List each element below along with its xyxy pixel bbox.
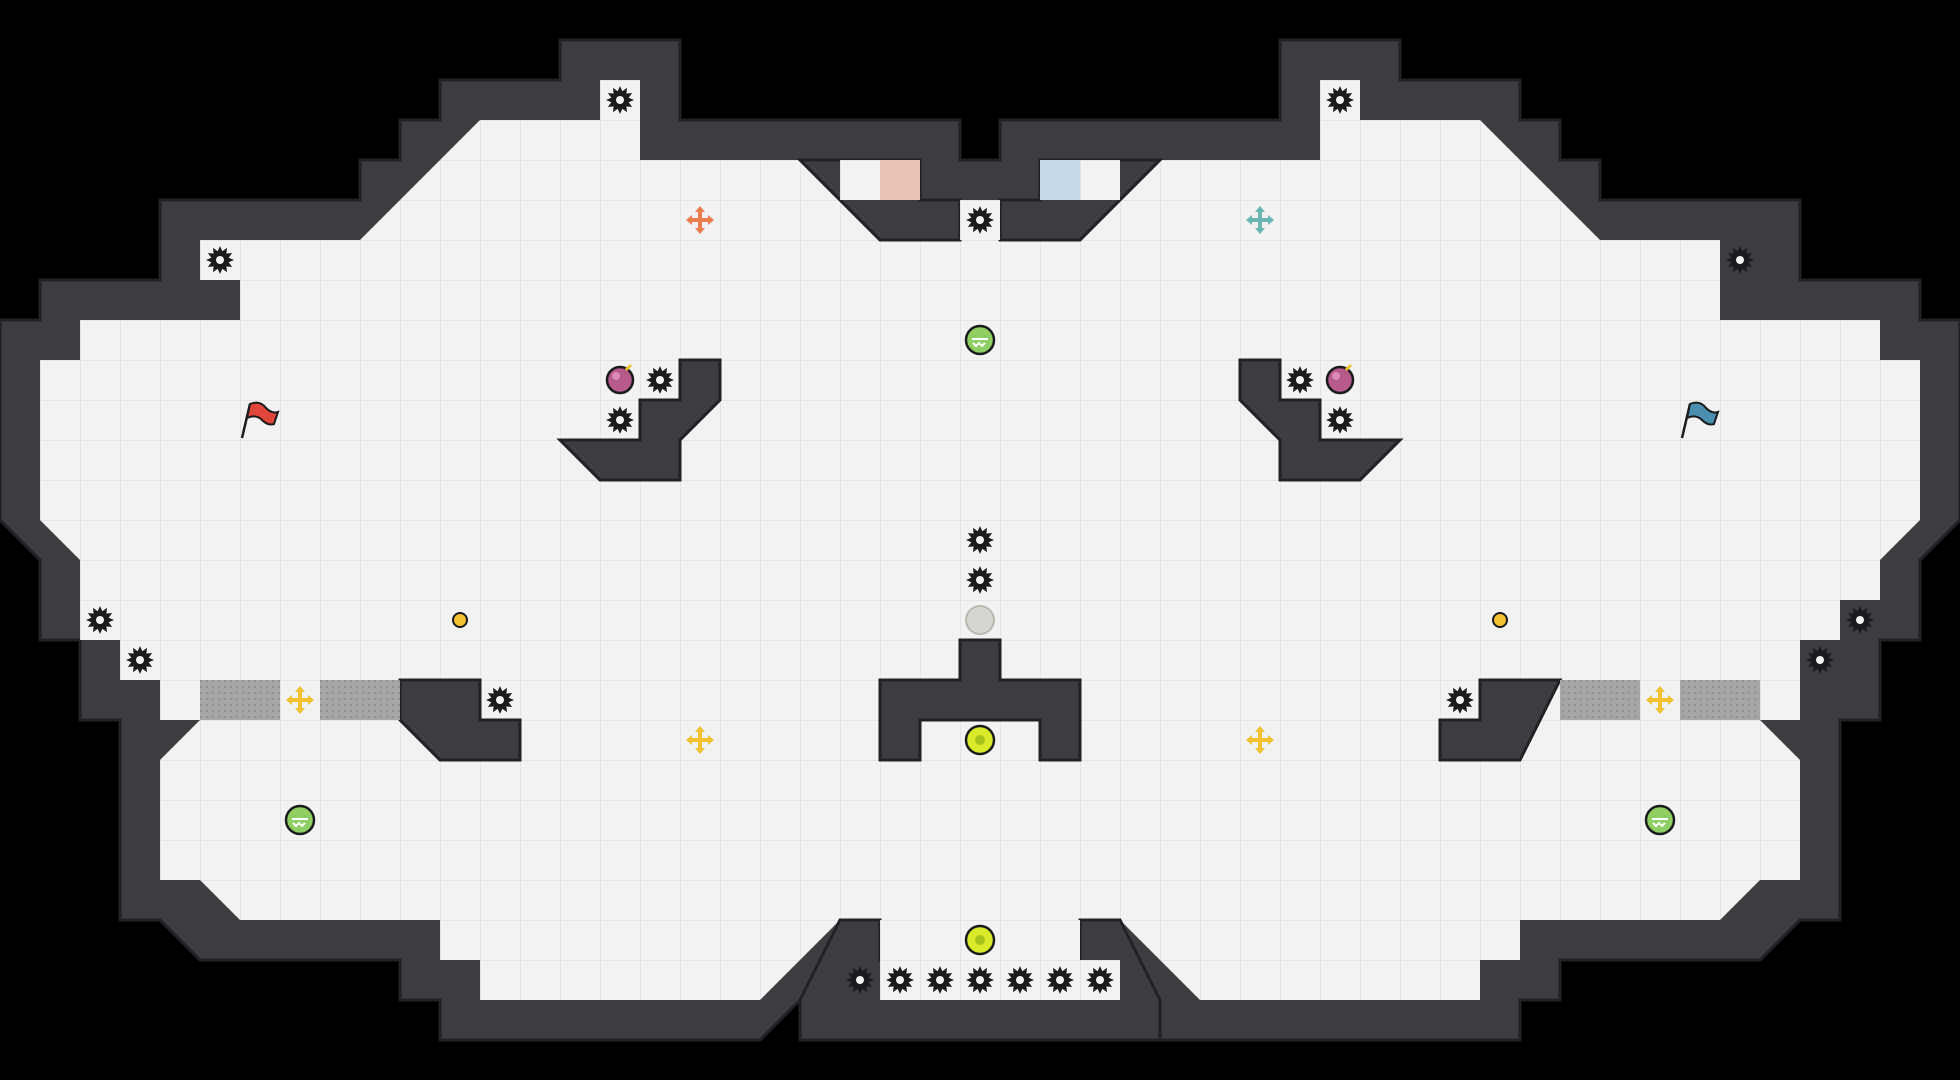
spike-icon [86, 606, 114, 634]
left-inner-wall [556, 358, 722, 482]
portals [880, 160, 1080, 200]
red-flag-icon [240, 401, 280, 439]
spike-icon [1326, 86, 1354, 114]
blue-portal-icon [1040, 160, 1080, 200]
spike-icon [646, 366, 674, 394]
coin-icon [1492, 612, 1508, 628]
powerup-icon [1246, 206, 1274, 234]
empty-boost-marker [965, 605, 995, 635]
right-inner-wall [1238, 358, 1404, 482]
bomb-icon [605, 363, 635, 395]
boost-icon [964, 724, 996, 756]
spikes [86, 86, 1874, 994]
gate-tile [240, 680, 280, 720]
spike-icon [606, 406, 634, 434]
speed-pads [284, 324, 1676, 836]
markers [452, 605, 1508, 635]
left-lower-block [398, 678, 522, 762]
spike-icon [1806, 646, 1834, 674]
spike-icon [966, 966, 994, 994]
spike-icon [886, 966, 914, 994]
flags [240, 401, 1720, 439]
bombs [605, 363, 1355, 395]
speed-pad-icon [1644, 804, 1676, 836]
gate-tile [200, 680, 240, 720]
gate-tile [1560, 680, 1600, 720]
spike-icon [206, 246, 234, 274]
spike-icon [1046, 966, 1074, 994]
coin-icon [452, 612, 468, 628]
speed-pad-icon [284, 804, 316, 836]
spike-icon [126, 646, 154, 674]
gate-tile [320, 680, 360, 720]
powerup-icon [686, 726, 714, 754]
gate-tile [1600, 680, 1640, 720]
spike-icon [1446, 686, 1474, 714]
spike-icon [1006, 966, 1034, 994]
spike-icon [966, 566, 994, 594]
powerup-icon [286, 686, 314, 714]
gate-tile [1680, 680, 1720, 720]
spike-icon [1846, 606, 1874, 634]
boosts [964, 724, 996, 956]
spike-icon [1286, 366, 1314, 394]
spike-icon [486, 686, 514, 714]
powerup-icon [1646, 686, 1674, 714]
spike-icon [1086, 966, 1114, 994]
speed-pad-icon [964, 324, 996, 356]
gates [200, 680, 1760, 720]
bomb-icon [1325, 363, 1355, 395]
center-cup-wall [878, 638, 1082, 762]
blue-flag-icon [1680, 401, 1720, 439]
powerups [286, 206, 1674, 754]
spike-icon [926, 966, 954, 994]
spike-icon [1726, 246, 1754, 274]
powerup-icon [686, 206, 714, 234]
spike-icon [966, 526, 994, 554]
spike-icon [966, 206, 994, 234]
gate-tile [1720, 680, 1760, 720]
boost-icon [964, 924, 996, 956]
gate-tile [360, 680, 400, 720]
spike-icon [1326, 406, 1354, 434]
red-portal-icon [880, 160, 920, 200]
spike-icon [846, 966, 874, 994]
powerup-icon [1246, 726, 1274, 754]
spike-icon [606, 86, 634, 114]
